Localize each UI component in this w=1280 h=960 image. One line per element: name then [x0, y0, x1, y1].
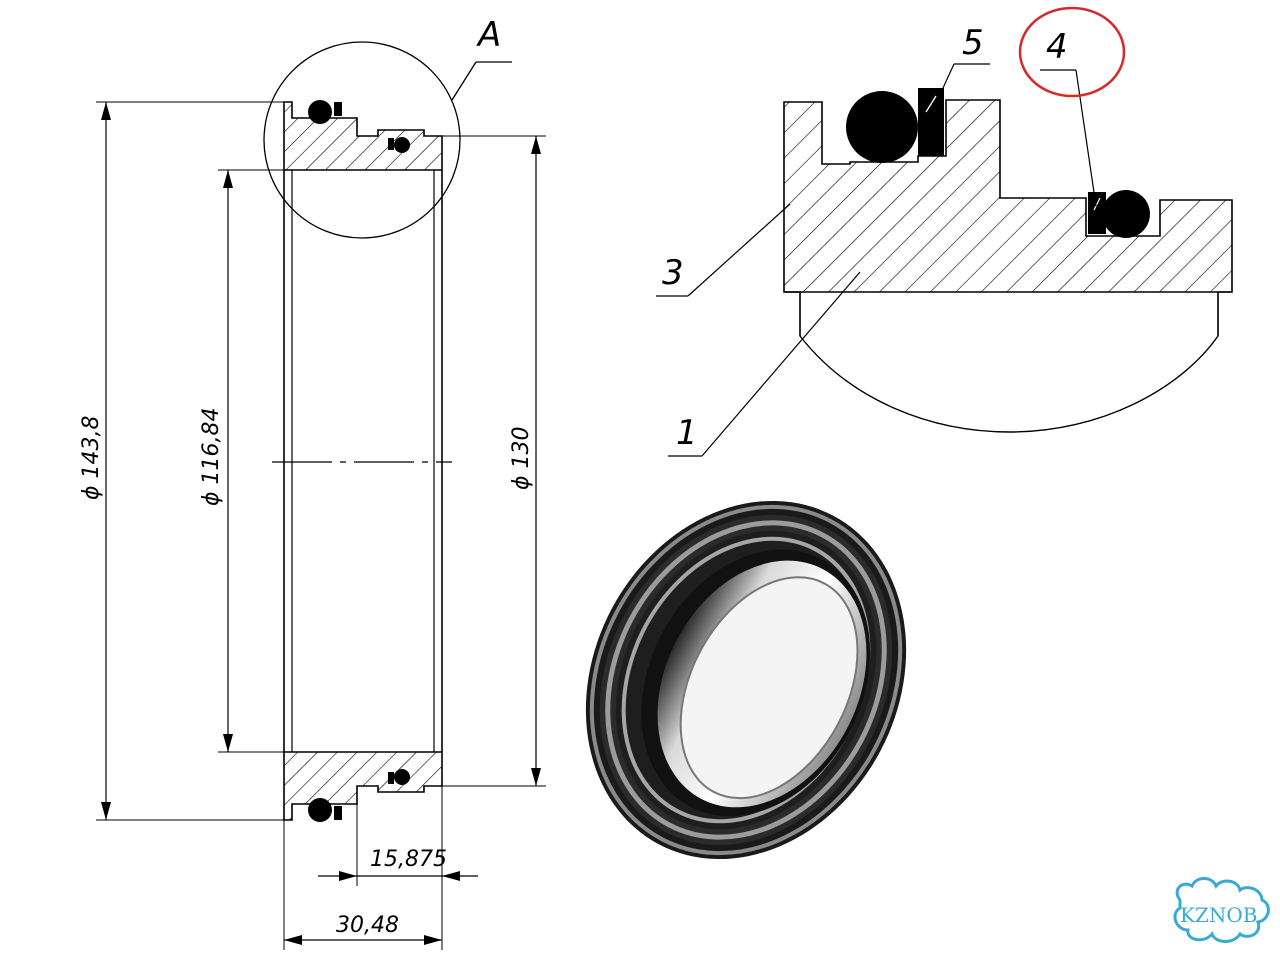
detail-body-section [783, 99, 1233, 293]
svg-text:KZNOB: KZNOB [1180, 903, 1257, 927]
backup-ring-5 [918, 88, 944, 156]
svg-text:15,875: 15,875 [370, 847, 447, 872]
top-cross-section [283, 101, 443, 171]
svg-text:1: 1 [676, 413, 698, 453]
seal-bottom-backup [334, 806, 342, 820]
backup-ring-4 [1088, 192, 1106, 234]
oring-small [1102, 190, 1150, 238]
seal-bottom-small-backup [388, 772, 394, 784]
dimension-total-width: 30,48 [283, 820, 443, 950]
section-view: A ϕ 143,8 [79, 15, 546, 950]
seal-top-backup [334, 102, 342, 116]
seal-bottom-small [394, 769, 410, 785]
detail-label-a: A [476, 15, 501, 55]
bottom-cross-section [283, 751, 443, 821]
callout-5: 5 [931, 23, 990, 113]
svg-text:ϕ 130: ϕ 130 [509, 427, 534, 491]
ring-3d-render [585, 500, 907, 860]
svg-text:5: 5 [962, 23, 984, 63]
svg-text:30,48: 30,48 [336, 913, 399, 938]
detail-boundary-arc [784, 291, 1219, 433]
callout-4: 4 [1018, 6, 1126, 207]
callout-1: 1 [668, 271, 861, 457]
seal-top-small [394, 137, 410, 153]
highlight-circle [1018, 6, 1126, 98]
seal-bottom-large [308, 798, 332, 822]
dimension-groove-diameter: ϕ 130 [442, 135, 546, 787]
callout-3: 3 [656, 203, 791, 297]
dimension-inner-diameter: ϕ 116,84 [199, 169, 284, 753]
watermark-logo: KZNOB [1173, 877, 1270, 943]
seal-top-small-backup [388, 138, 394, 150]
seal-top-large [308, 100, 332, 124]
svg-text:ϕ 143,8: ϕ 143,8 [79, 416, 104, 501]
dimension-groove-width: 15,875 [318, 786, 478, 886]
svg-text:ϕ 116,84: ϕ 116,84 [199, 408, 224, 506]
detail-circle-a [263, 41, 461, 239]
dimension-outer-diameter: ϕ 143,8 [79, 101, 284, 821]
detail-a-view: 5 4 3 1 [656, 6, 1233, 457]
svg-text:4: 4 [1046, 27, 1068, 67]
oring-large [846, 91, 918, 163]
svg-text:3: 3 [662, 253, 684, 293]
